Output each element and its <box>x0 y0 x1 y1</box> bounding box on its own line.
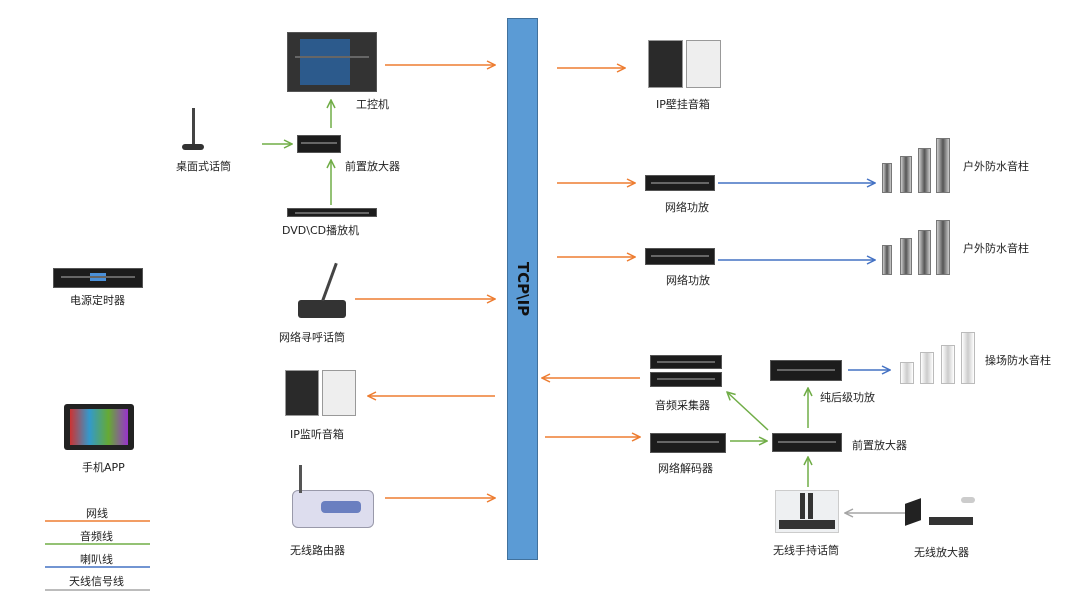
audio-collector-image <box>650 372 722 387</box>
audio-collector-label: 音频采集器 <box>655 399 710 412</box>
industrial-pc-label: 工控机 <box>356 98 389 111</box>
outdoor-column-2-label: 户外防水音柱 <box>963 242 1029 255</box>
outdoor-column-1-image <box>900 156 912 193</box>
wireless-handheld-mic-label: 无线手持话筒 <box>773 544 839 557</box>
desktop-mic-label: 桌面式话筒 <box>176 160 231 173</box>
legend-antenna-label: 天线信号线 <box>69 575 124 588</box>
outdoor-column-2-image <box>918 230 931 275</box>
preamp-right-label: 前置放大器 <box>852 439 907 452</box>
dvd-player-label: DVD\CD播放机 <box>282 224 360 237</box>
outdoor-column-2-image <box>900 238 912 275</box>
ip-wall-speaker-dark <box>648 40 683 88</box>
ip-monitor-speaker-white <box>322 370 356 416</box>
wireless-router-image <box>292 465 374 528</box>
audio-line <box>727 392 769 431</box>
playground-column-image <box>920 352 934 384</box>
legend-audio-label: 音频线 <box>80 530 113 543</box>
network-decoder-label: 网络解码器 <box>658 462 713 475</box>
ip-monitor-speaker-label: IP监听音箱 <box>290 428 344 441</box>
industrial-pc-image <box>287 32 377 92</box>
preamp-left-label: 前置放大器 <box>345 160 400 173</box>
mobile-app-label: 手机APP <box>82 461 125 474</box>
power-timer-image <box>53 268 143 288</box>
outdoor-column-2-image <box>936 220 950 275</box>
network-amp-1-label: 网络功放 <box>665 201 709 214</box>
network-amp-2-label: 网络功放 <box>666 274 710 287</box>
ip-wall-speaker-label: IP壁挂音箱 <box>656 98 710 111</box>
ip-monitor-speaker-dark <box>285 370 319 416</box>
playground-column-label: 操场防水音柱 <box>985 354 1051 367</box>
legend-speaker-label: 喇叭线 <box>80 553 113 566</box>
wireless-amplifier-label: 无线放大器 <box>914 546 969 559</box>
legend-network-label: 网线 <box>86 507 108 520</box>
tcp-ip-bus: TCP\IP <box>507 18 538 560</box>
playground-column-image <box>900 362 914 384</box>
network-amp-1-image <box>645 175 715 191</box>
network-decoder-image <box>650 433 726 453</box>
wireless-handheld-mic-image <box>775 490 839 533</box>
power-timer-label: 电源定时器 <box>70 294 125 307</box>
outdoor-column-1-image <box>936 138 950 193</box>
outdoor-column-2-image <box>882 245 892 275</box>
playground-column-image <box>961 332 975 384</box>
outdoor-column-1-image <box>882 163 892 193</box>
network-amp-2-image <box>645 248 715 265</box>
wireless-amplifier-image <box>905 497 977 535</box>
dvd-player-image <box>287 208 377 217</box>
outdoor-column-1-label: 户外防水音柱 <box>963 160 1029 173</box>
mobile-app-image <box>64 404 134 450</box>
ip-wall-speaker-white <box>686 40 721 88</box>
power-amp-label: 纯后级功放 <box>820 391 875 404</box>
preamp-left-image <box>297 135 341 153</box>
wireless-router-label: 无线路由器 <box>290 544 345 557</box>
preamp-right-image <box>772 433 842 452</box>
audio-collector-image <box>650 355 722 369</box>
desktop-mic-image <box>182 108 204 150</box>
outdoor-column-1-image <box>918 148 931 193</box>
power-amp-image <box>770 360 842 381</box>
playground-column-image <box>941 345 955 384</box>
paging-mic-label: 网络寻呼话筒 <box>279 331 345 344</box>
paging-mic-image <box>298 262 346 318</box>
